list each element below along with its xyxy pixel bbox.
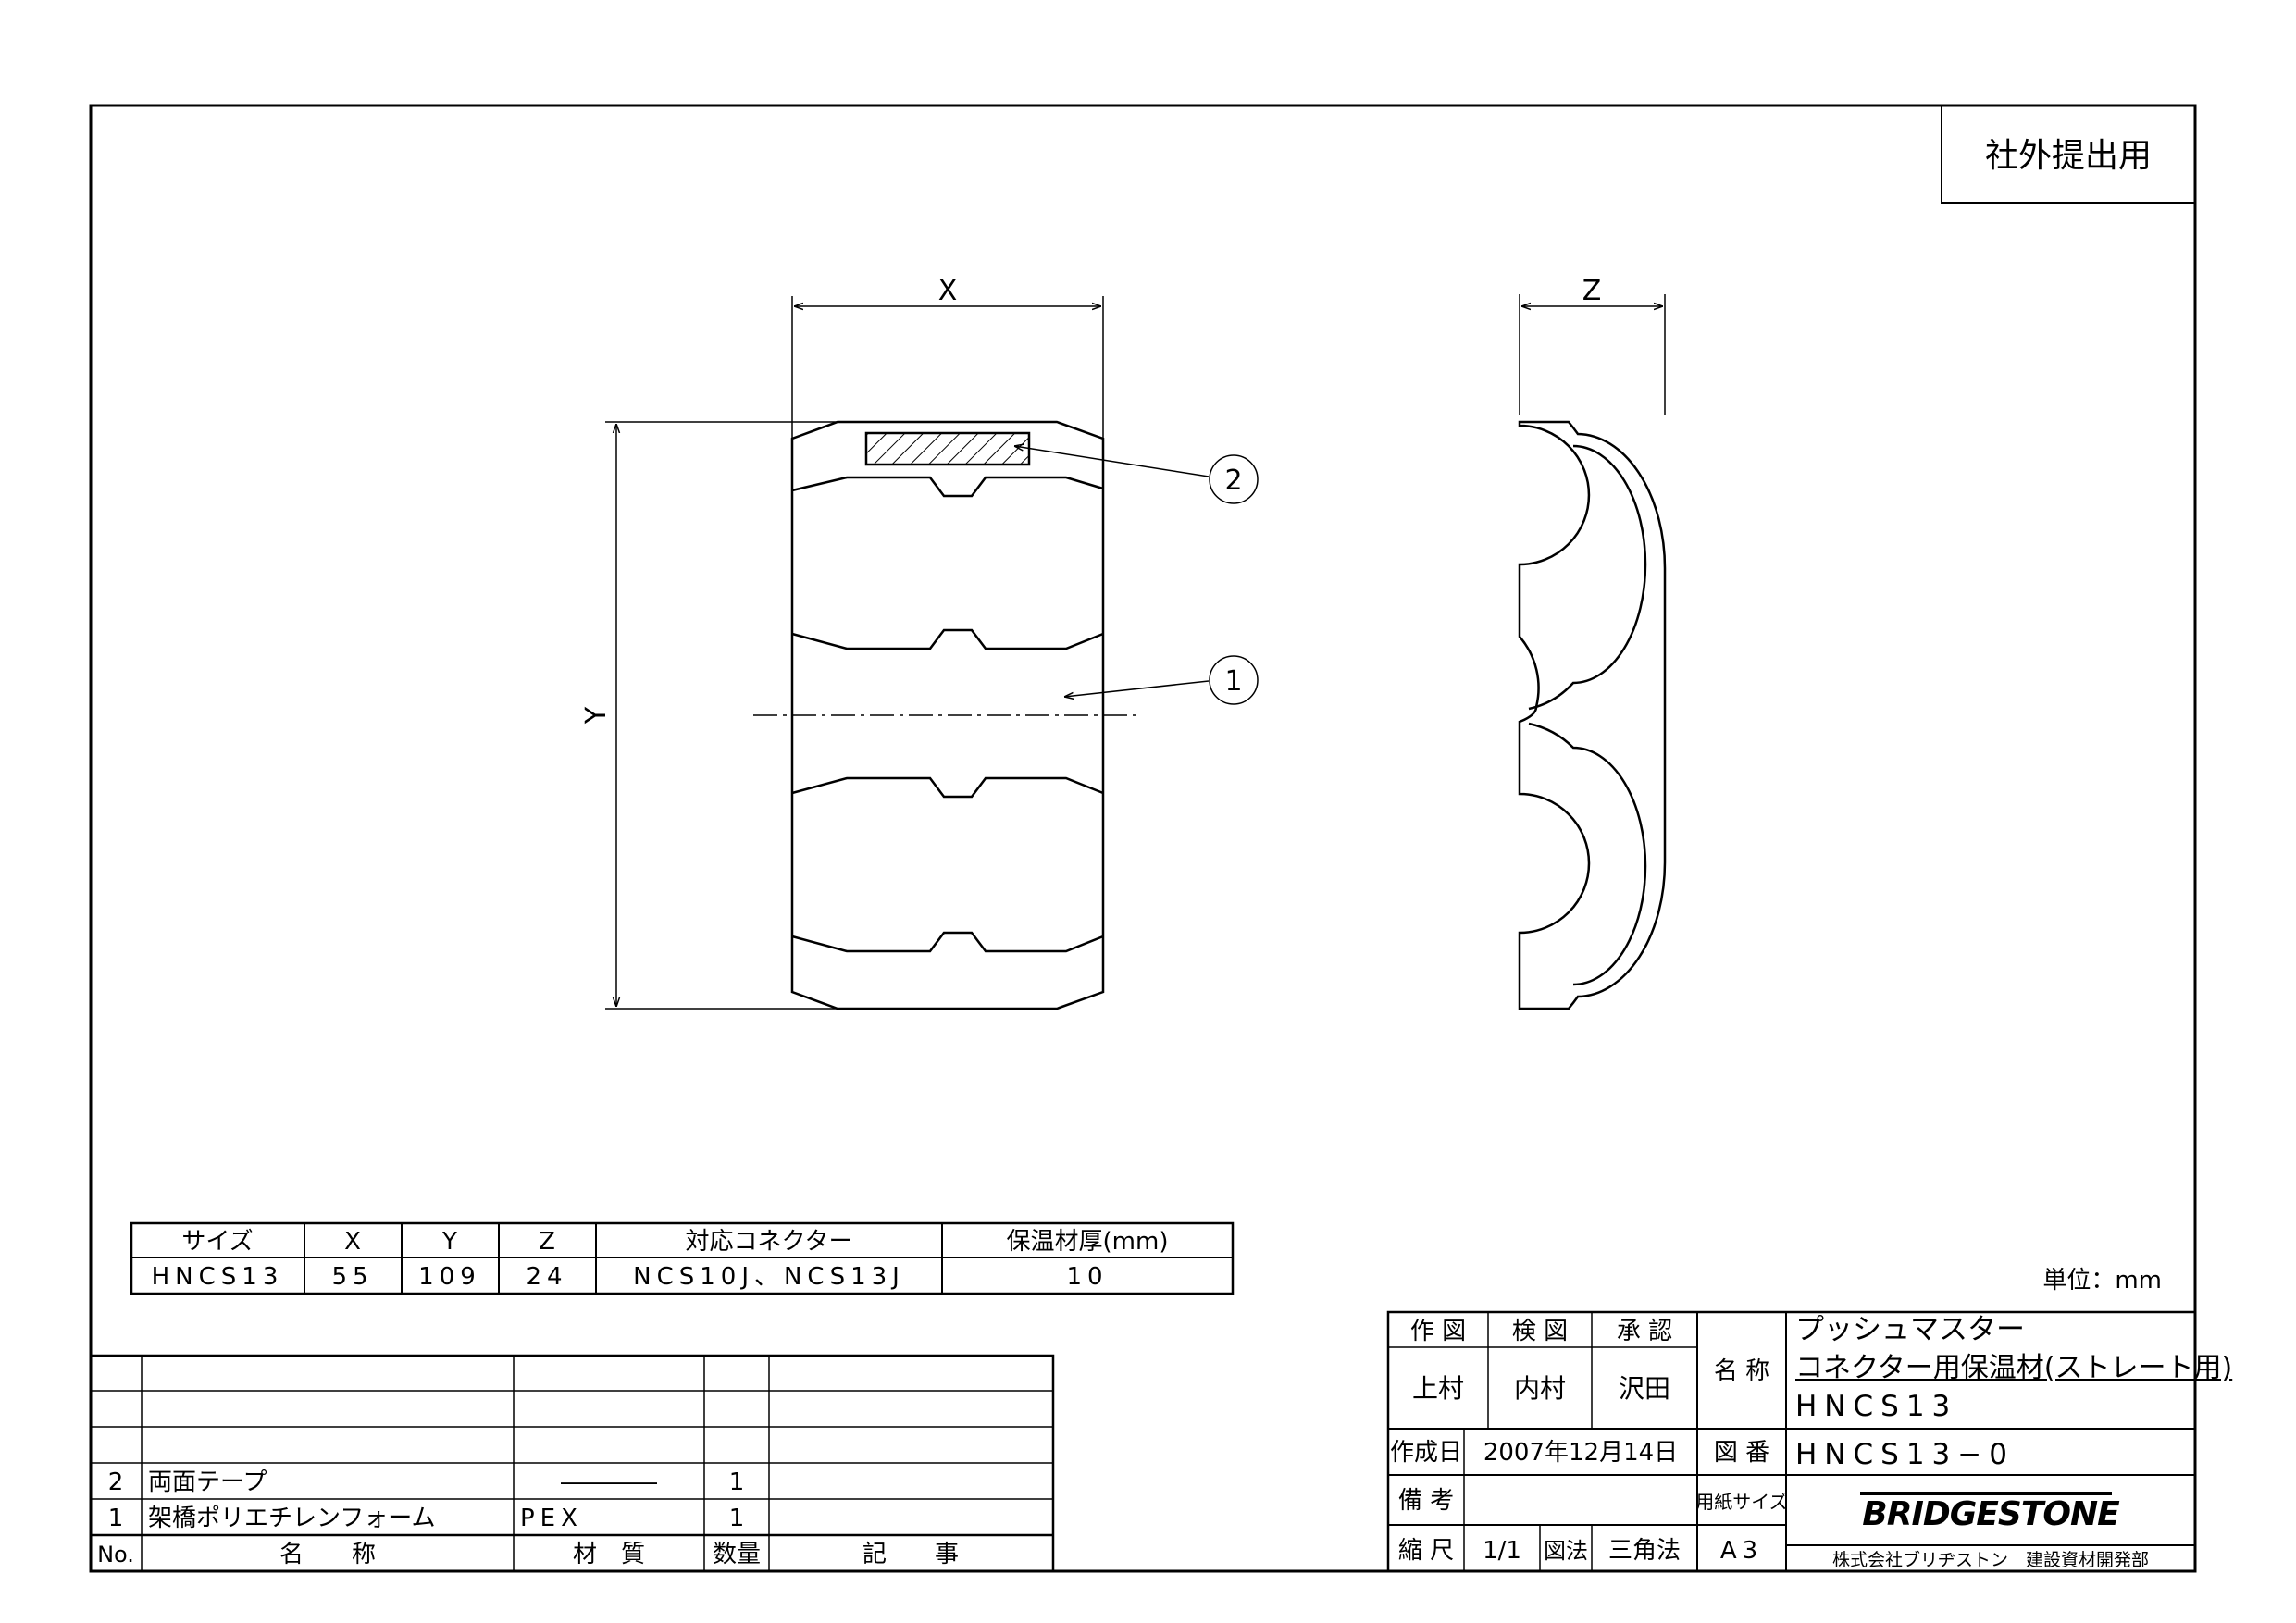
dimension-z-label: Z <box>1582 275 1602 307</box>
dimension-y-label: Y <box>580 706 613 725</box>
projection-label: 図法 <box>1544 1538 1588 1564</box>
svg-text:2: 2 <box>108 1468 124 1496</box>
date-label: 作成日 <box>1390 1439 1462 1467</box>
parts-row: 2 両面テープ ―――― 1 <box>108 1468 745 1496</box>
paper-size-label: 用紙サイズ <box>1695 1491 1787 1513</box>
name-label: 名 称 <box>1714 1357 1769 1385</box>
paper-size: A3 <box>1720 1537 1763 1565</box>
dimension-x-label: X <box>938 275 958 307</box>
size-table-header: 対応コネクター <box>686 1228 853 1256</box>
size-table-cell: NCS10J、NCS13J <box>633 1263 905 1291</box>
scale-value: 1/1 <box>1483 1537 1521 1565</box>
external-submission-stamp: 社外提出用 <box>1941 105 2195 204</box>
svg-text:1: 1 <box>108 1505 124 1532</box>
product-name-line-3: HNCS13 <box>1795 1390 1957 1423</box>
balloon-1: 1 <box>1209 655 1259 705</box>
svg-text:両面テープ: 両面テープ <box>148 1468 267 1496</box>
remarks-label: 備 考 <box>1398 1487 1454 1515</box>
svg-text:――――: ―――― <box>561 1468 657 1496</box>
role-checked: 検 図 <box>1512 1318 1568 1345</box>
size-table-cell: HNCS13 <box>152 1263 284 1291</box>
parts-header: No. 名 称 材 質 数量 記 事 <box>97 1541 959 1568</box>
projection-method: 三角法 <box>1608 1537 1681 1565</box>
drawing-no-label: 図 番 <box>1714 1439 1769 1467</box>
dimension-z <box>1519 294 1666 415</box>
svg-text:材 質: 材 質 <box>573 1541 645 1568</box>
balloon-2: 2 <box>1209 454 1259 504</box>
size-table-header: Y <box>441 1228 457 1256</box>
svg-text:数量: 数量 <box>713 1541 761 1568</box>
svg-text:1: 1 <box>729 1505 745 1532</box>
size-table-cell: 55 <box>331 1263 373 1291</box>
size-table-header: Z <box>539 1228 555 1256</box>
signature-drawn: 上村 <box>1412 1373 1464 1404</box>
title-block: 作 図 検 図 承 認 上村 内村 沢田 名 称 プッシュマスター コネクター用… <box>1386 1310 2232 1571</box>
product-name-line-2: コネクター用保温材(ストレート用) <box>1795 1352 2232 1384</box>
svg-text:2: 2 <box>1224 465 1242 497</box>
svg-text:PEX: PEX <box>520 1505 583 1532</box>
front-view <box>790 420 1105 1010</box>
size-table-cell: 10 <box>1066 1263 1108 1291</box>
svg-text:名 称: 名 称 <box>279 1541 376 1568</box>
parts-row: 1 架橋ポリエチレンフォーム PEX 1 <box>108 1505 745 1532</box>
size-table-header: 保温材厚(mm) <box>1007 1228 1169 1256</box>
parts-list: 2 両面テープ ―――― 1 1 架橋ポリエチレンフォーム PEX 1 No. … <box>91 1354 1055 1571</box>
size-table-cell: 24 <box>526 1263 567 1291</box>
product-name-line-1: プッシュマスター <box>1795 1313 2025 1346</box>
svg-text:架橋ポリエチレンフォーム: 架橋ポリエチレンフォーム <box>148 1505 435 1532</box>
side-view <box>1518 420 1667 1010</box>
size-table-cell: 109 <box>418 1263 481 1291</box>
signature-approved: 沢田 <box>1619 1373 1670 1404</box>
leader-1 <box>1064 680 1210 697</box>
svg-text:No.: No. <box>97 1542 134 1567</box>
svg-text:1: 1 <box>729 1468 745 1496</box>
size-table-header: サイズ <box>181 1228 253 1256</box>
role-approved: 承 認 <box>1617 1318 1672 1345</box>
bridgestone-logo: BRIDGESTONE <box>1860 1492 2121 1533</box>
scale-label: 縮 尺 <box>1398 1537 1454 1565</box>
leader-2 <box>1014 446 1210 477</box>
unit-label: 単位：mm <box>2042 1267 2162 1295</box>
svg-text:記 事: 記 事 <box>863 1541 959 1568</box>
signature-checked: 内村 <box>1514 1373 1566 1404</box>
size-table: サイズ X Y Z 対応コネクター 保温材厚(mm) HNCS13 55 109… <box>130 1221 1235 1295</box>
size-table-header: X <box>344 1228 361 1256</box>
drawing-number: HNCS13−0 <box>1795 1438 2015 1471</box>
double-sided-tape <box>864 431 1031 466</box>
stamp-label: 社外提出用 <box>1985 137 2152 175</box>
svg-text:1: 1 <box>1224 665 1242 698</box>
creation-date: 2007年12月14日 <box>1483 1439 1678 1467</box>
dimension-y <box>605 421 838 1010</box>
company-name: 株式会社ブリヂストン 建設資材開発部 <box>1832 1549 2149 1570</box>
svg-text:BRIDGESTONE: BRIDGESTONE <box>1862 1495 2120 1533</box>
sheet-border <box>89 104 2197 1573</box>
role-drawn: 作 図 <box>1410 1318 1466 1345</box>
dimension-x <box>791 296 1104 439</box>
